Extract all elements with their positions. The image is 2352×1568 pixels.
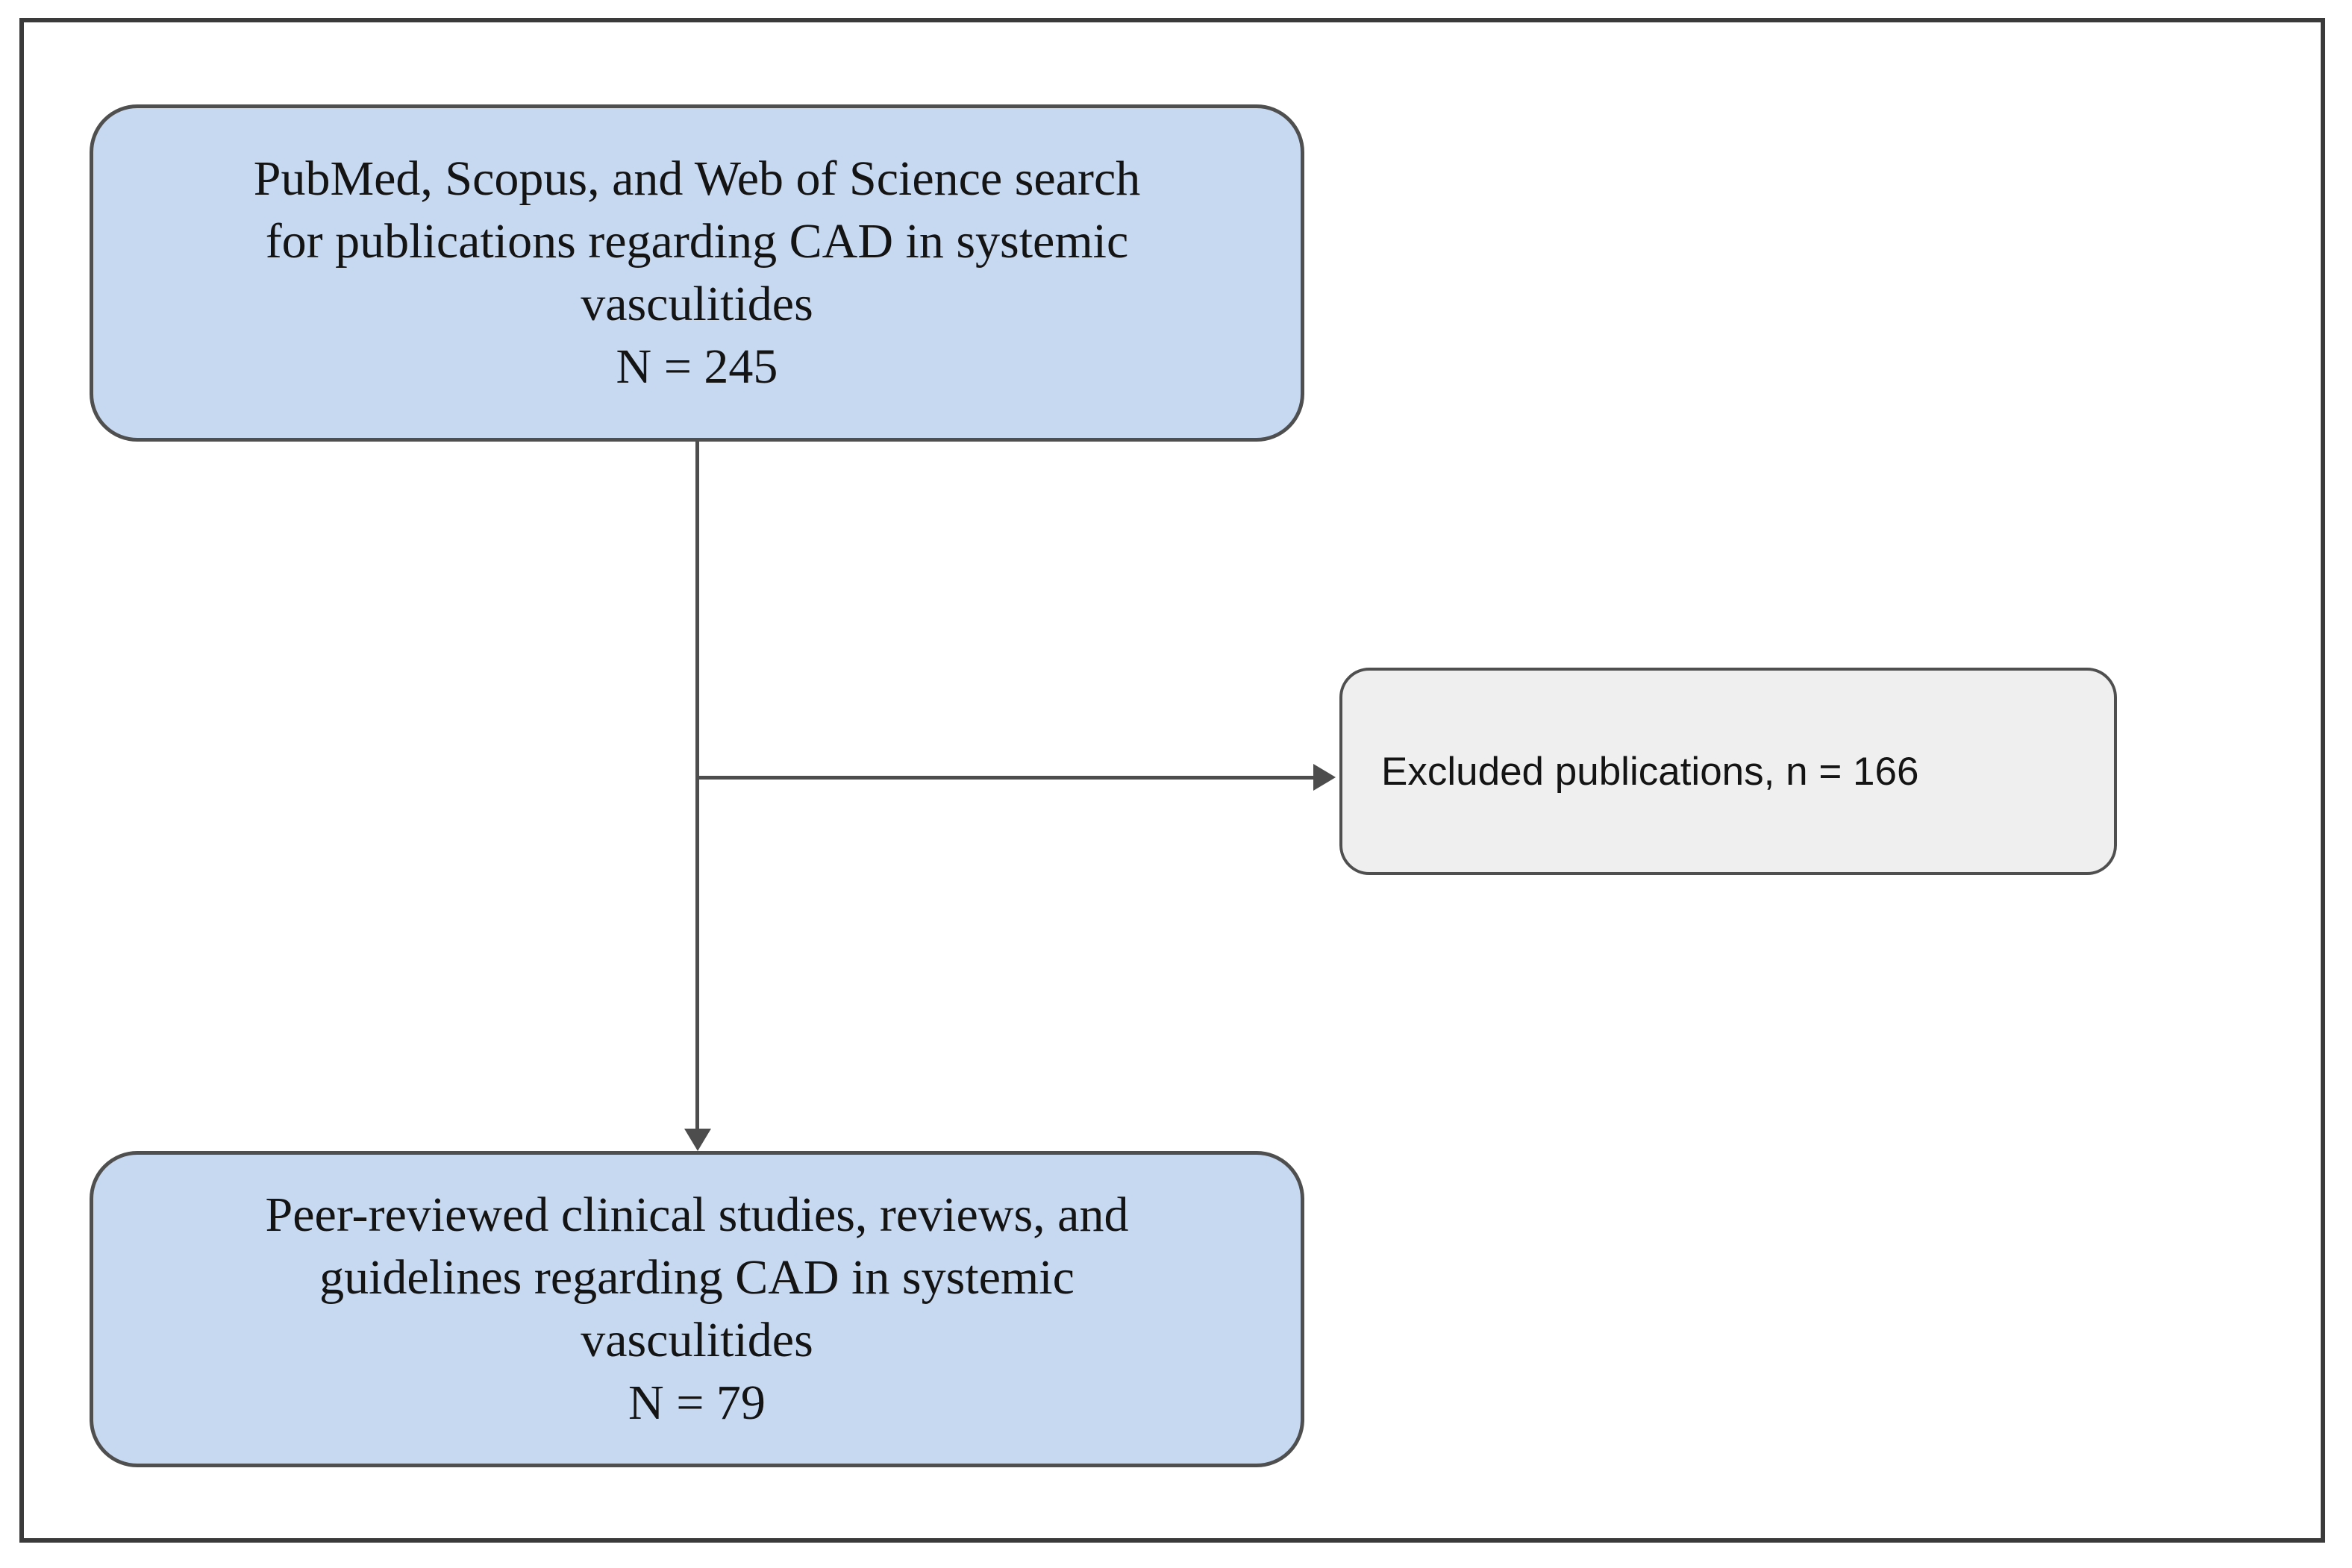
figure-border-frame bbox=[19, 18, 2325, 1543]
included-box-count: N = 79 bbox=[628, 1376, 766, 1430]
search-box-line-1: PubMed, Scopus, and Web of Science searc… bbox=[253, 151, 1141, 206]
excluded-publications-box: Excluded publications, n = 166 bbox=[1339, 668, 2117, 875]
vertical-connector-line bbox=[695, 442, 699, 1129]
search-box-line-3: vasculitides bbox=[581, 277, 813, 331]
included-box-line-2: guidelines regarding CAD in systemic bbox=[319, 1250, 1075, 1305]
included-box-line-1: Peer-reviewed clinical studies, reviews,… bbox=[265, 1188, 1129, 1242]
included-box-line-3: vasculitides bbox=[581, 1313, 813, 1367]
arrow-down-icon bbox=[684, 1129, 711, 1151]
database-search-box: PubMed, Scopus, and Web of Science searc… bbox=[90, 104, 1304, 442]
excluded-box-label: Excluded publications, n = 166 bbox=[1381, 749, 1919, 794]
search-box-line-2: for publications regarding CAD in system… bbox=[265, 214, 1129, 269]
included-studies-box: Peer-reviewed clinical studies, reviews,… bbox=[90, 1151, 1304, 1467]
arrow-right-icon bbox=[1313, 764, 1336, 791]
branch-connector-line bbox=[697, 776, 1313, 780]
search-box-count: N = 245 bbox=[616, 339, 778, 394]
